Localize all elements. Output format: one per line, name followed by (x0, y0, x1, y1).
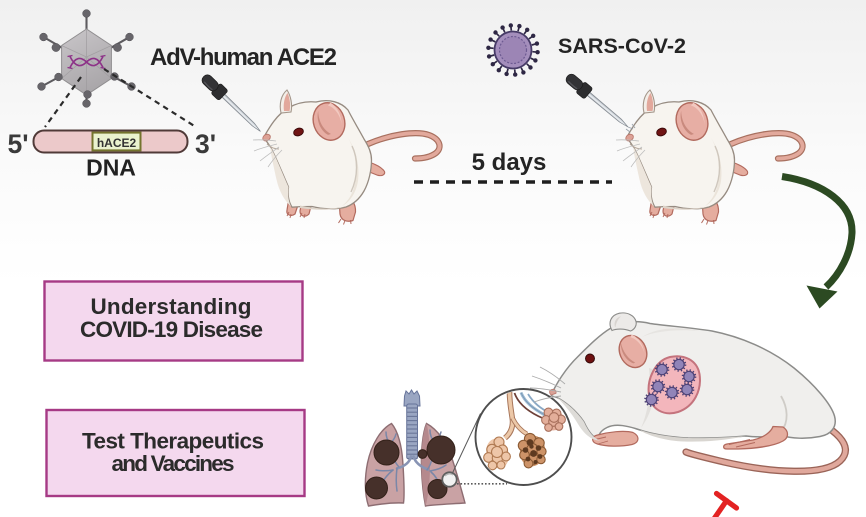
svg-text:SARS-CoV-2: SARS-CoV-2 (558, 34, 686, 58)
svg-text:Understanding: Understanding (91, 294, 252, 319)
svg-text:DNA: DNA (86, 155, 136, 181)
svg-text:3': 3' (195, 129, 216, 159)
svg-text:AdV-human ACE2: AdV-human ACE2 (150, 44, 337, 71)
svg-text:COVID-19 Disease: COVID-19 Disease (80, 317, 263, 342)
svg-text:and Vaccines: and Vaccines (112, 451, 235, 476)
svg-text:hACE2: hACE2 (97, 136, 137, 150)
svg-text:5': 5' (7, 129, 28, 159)
svg-text:5 days: 5 days (472, 149, 547, 176)
svg-text:Test Therapeutics: Test Therapeutics (82, 429, 264, 454)
